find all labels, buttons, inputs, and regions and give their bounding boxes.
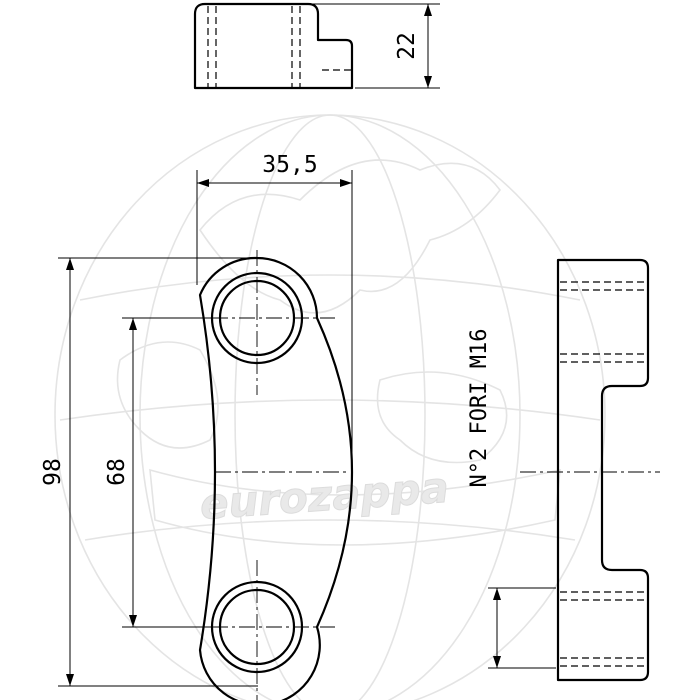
side-view: [520, 258, 660, 682]
dimension-height-22: 22: [310, 3, 440, 89]
dim-label-68: 68: [104, 458, 130, 486]
dim-label-98: 98: [40, 458, 66, 486]
dimension-spacing-68: 68: [104, 317, 215, 628]
dim-label-35-5: 35,5: [262, 152, 317, 178]
plan-view: [185, 250, 354, 700]
side-view-dimension: [488, 587, 556, 669]
dim-label-22: 22: [394, 32, 420, 60]
top-view: [193, 2, 354, 90]
hole-note: N°2 FORI M16: [467, 329, 492, 488]
dimension-width-35-5: 35,5: [196, 152, 353, 470]
dimension-length-98: 98: [40, 257, 258, 687]
watermark-globe: [54, 114, 606, 700]
